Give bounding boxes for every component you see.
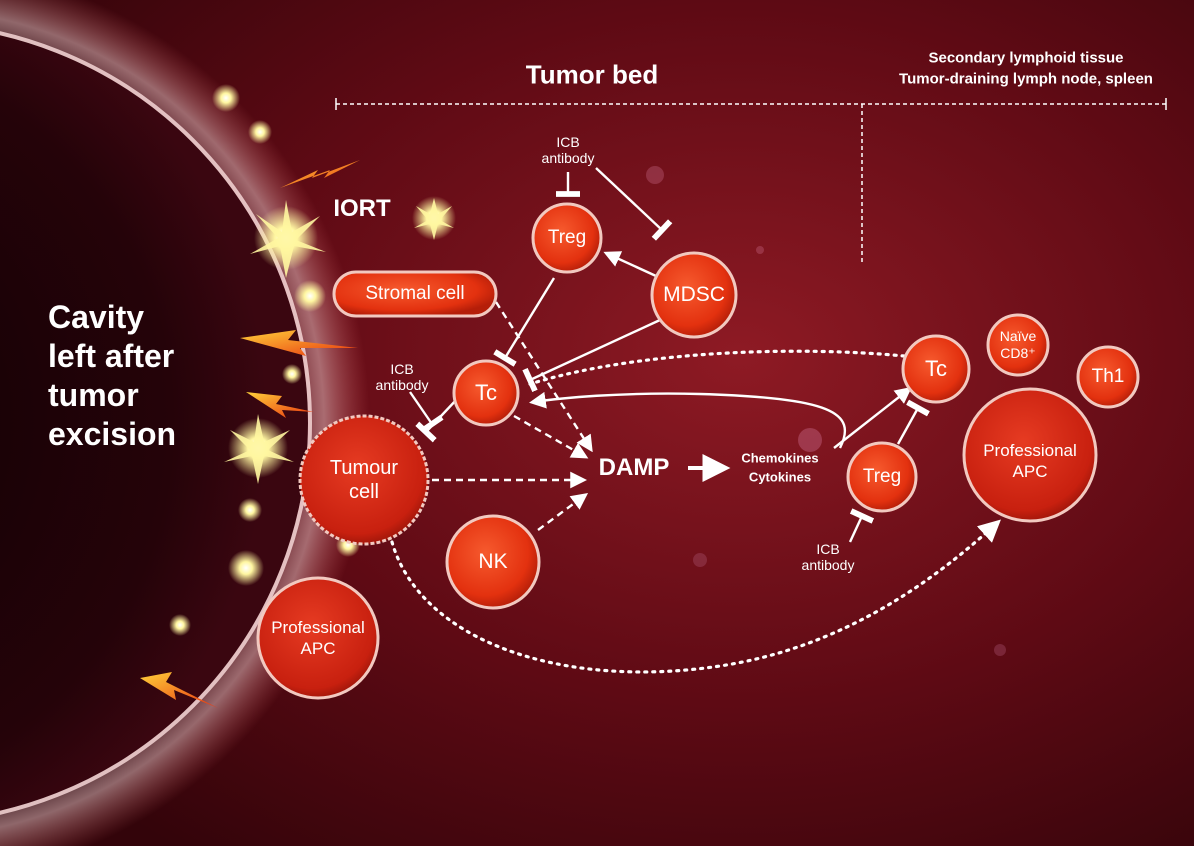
edge-mdsc-tc [522,318,661,393]
icb-bottom-line-1: ICB [816,541,840,557]
tc-node-shape [901,334,971,404]
naive-line-2: CD8⁺ [1000,345,1036,361]
treg-bed-shape [531,202,603,274]
cavity [0,35,308,811]
icb-bottom-label: ICB antibody [802,541,855,573]
edge-tcnode-tc-dotted [528,349,906,386]
icb-left-line-1: ICB [390,361,414,377]
edge-tregnode-tcnode [896,399,930,445]
edges [390,167,1001,674]
treg-node-shape [846,441,918,513]
edge-mdsc-treg [603,251,657,278]
tumour-line-2: cell [348,481,380,503]
apc-bed-shape [256,576,380,700]
stromal-cell-label: Stromal cell [365,283,465,304]
tumour-line-1: Tumour [329,457,399,479]
edge-treg-tc [493,277,556,367]
apc-bed-label: Professional APC [271,617,365,659]
edge-tc-damp [513,414,589,459]
apc-bed-line-2: APC [300,639,336,658]
nk-shape [445,514,541,610]
edge-icb-tregnode [848,508,875,543]
edge-icb-mdsc [595,167,673,241]
th1-label: Th1 [1091,366,1125,387]
apc-node-line-1: Professional [983,441,1077,460]
icb-left-line-2: antibody [375,377,429,393]
mdsc-label: MDSC [663,283,725,306]
edge-tc-tumour [415,397,459,443]
region-brackets [335,98,1167,262]
nk-label: NK [478,550,508,573]
cavity-line-2: left after [48,338,175,374]
icb-top-line-2: antibody [541,150,595,166]
treg-node-label: Treg [862,466,902,487]
tumour-cell-label: Tumour cell [330,456,398,504]
edge-chemokines-tcnode [833,386,912,449]
mdsc-shape [650,251,738,339]
icb-top-line-1: ICB [556,134,580,150]
cavity-line-4: excision [48,416,177,452]
naive-cd8-label: Naïve CD8⁺ [1000,328,1037,362]
edge-tumour-apc-dotted [390,519,1001,674]
cavity-line-3: tumor [48,377,139,413]
treg-bed-label: Treg [547,227,587,248]
icb-left-label: ICB antibody [376,361,429,393]
damp-label: DAMP [598,454,670,481]
cavity-label: Cavity left after tumor excision [48,298,176,454]
naive-line-1: Naïve [999,328,1037,344]
naive-cd8-shape [986,313,1050,377]
secondary-lymphoid-label: Secondary lymphoid tissue [928,49,1124,67]
edge-icb-tumour [409,391,444,434]
edge-chemokines-tc [529,391,847,449]
iort-label: IORT [333,195,391,222]
tc-bed-shape [452,359,520,427]
th1-shape [1076,345,1140,409]
tc-node-label: Tc [925,356,947,381]
radiation-bolts [140,160,360,708]
edge-nk-damp [537,493,589,531]
cavity-line-1: Cavity [48,299,145,335]
chemokines-label: Chemokines [741,450,819,466]
icb-bottom-line-2: antibody [801,557,855,573]
stromal-cell-shape [332,270,498,318]
tc-bed-label: Tc [475,380,497,405]
apc-bed-line-1: Professional [271,618,365,637]
edge-stromal-damp [494,301,593,453]
apc-node-line-2: APC [1012,462,1048,481]
tumour-cell-shape [298,414,430,546]
cytokines-label: Cytokines [748,469,812,485]
apc-node-label: Professional APC [983,440,1077,482]
tumor-bed-label: Tumor bed [525,59,659,90]
cavity-edge [0,31,312,815]
apc-node-shape [962,387,1098,523]
icb-top-label: ICB antibody [542,134,595,166]
draining-node-label: Tumor-draining lymph node, spleen [899,70,1153,88]
bokeh-dots [555,166,1006,656]
cells [256,202,1140,700]
